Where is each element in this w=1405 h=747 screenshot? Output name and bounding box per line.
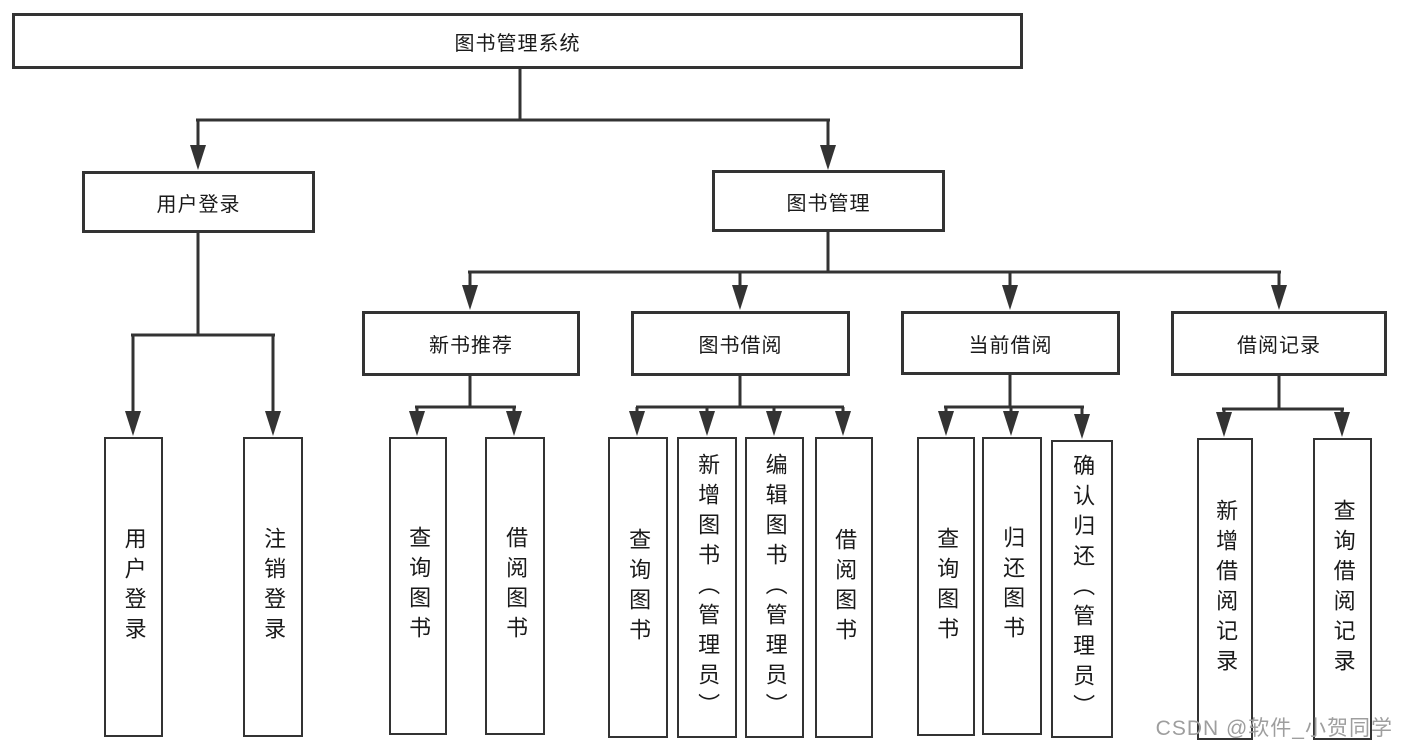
leaf-return-book: 归还图书 bbox=[982, 437, 1042, 735]
leaf-logout: 注销登录 bbox=[243, 437, 303, 737]
node-user-login: 用户登录 bbox=[82, 171, 315, 233]
connector-current-borrow bbox=[938, 375, 1090, 439]
node-book-management: 图书管理 bbox=[712, 170, 945, 232]
leaf-label: 查询图书 bbox=[406, 526, 432, 646]
leaf-label: 查询图书 bbox=[934, 526, 960, 647]
leaf-label: 归还图书 bbox=[1000, 526, 1026, 646]
leaf-label: 编辑图书（管理员） bbox=[762, 452, 788, 723]
node-new-book-recommend: 新书推荐 bbox=[362, 311, 580, 376]
leaf-edit-book-admin: 编辑图书（管理员） bbox=[745, 437, 804, 738]
node-book-borrow: 图书借阅 bbox=[631, 311, 850, 376]
connector-borrow-records bbox=[1216, 376, 1350, 437]
leaf-user-login: 用户登录 bbox=[104, 437, 163, 737]
node-current-borrow: 当前借阅 bbox=[901, 311, 1120, 375]
node-borrow-records: 借阅记录 bbox=[1171, 311, 1387, 376]
leaf-borrow-books-recommend: 借阅图书 bbox=[485, 437, 545, 735]
leaf-label: 新增借阅记录 bbox=[1213, 499, 1239, 679]
leaf-label: 借阅图书 bbox=[503, 526, 529, 646]
leaf-label: 确认归还（管理员） bbox=[1070, 454, 1096, 724]
leaf-confirm-return-admin: 确认归还（管理员） bbox=[1051, 440, 1113, 738]
leaf-label: 用户登录 bbox=[121, 527, 147, 647]
leaf-query-books-borrow: 查询图书 bbox=[608, 437, 668, 738]
leaf-label: 新增图书（管理员） bbox=[695, 452, 721, 723]
leaf-label: 注销登录 bbox=[261, 527, 287, 647]
leaf-query-books-recommend: 查询图书 bbox=[389, 437, 447, 735]
connector-root bbox=[190, 68, 836, 170]
connector-user-login bbox=[125, 233, 281, 436]
leaf-add-book-admin: 新增图书（管理员） bbox=[677, 437, 737, 738]
connector-new-book bbox=[409, 376, 522, 436]
leaf-query-borrow-record: 查询借阅记录 bbox=[1313, 438, 1372, 740]
connector-book-borrow bbox=[629, 375, 851, 436]
watermark: CSDN @软件_小贺同学 bbox=[1155, 717, 1393, 740]
leaf-label: 查询图书 bbox=[626, 527, 652, 648]
leaf-borrow-books: 借阅图书 bbox=[815, 437, 873, 738]
leaf-label: 查询借阅记录 bbox=[1330, 499, 1356, 679]
node-root: 图书管理系统 bbox=[12, 13, 1023, 69]
leaf-query-books-current: 查询图书 bbox=[917, 437, 975, 736]
leaf-label: 借阅图书 bbox=[832, 527, 858, 648]
connector-book-management bbox=[462, 232, 1287, 310]
leaf-add-borrow-record: 新增借阅记录 bbox=[1197, 438, 1253, 740]
